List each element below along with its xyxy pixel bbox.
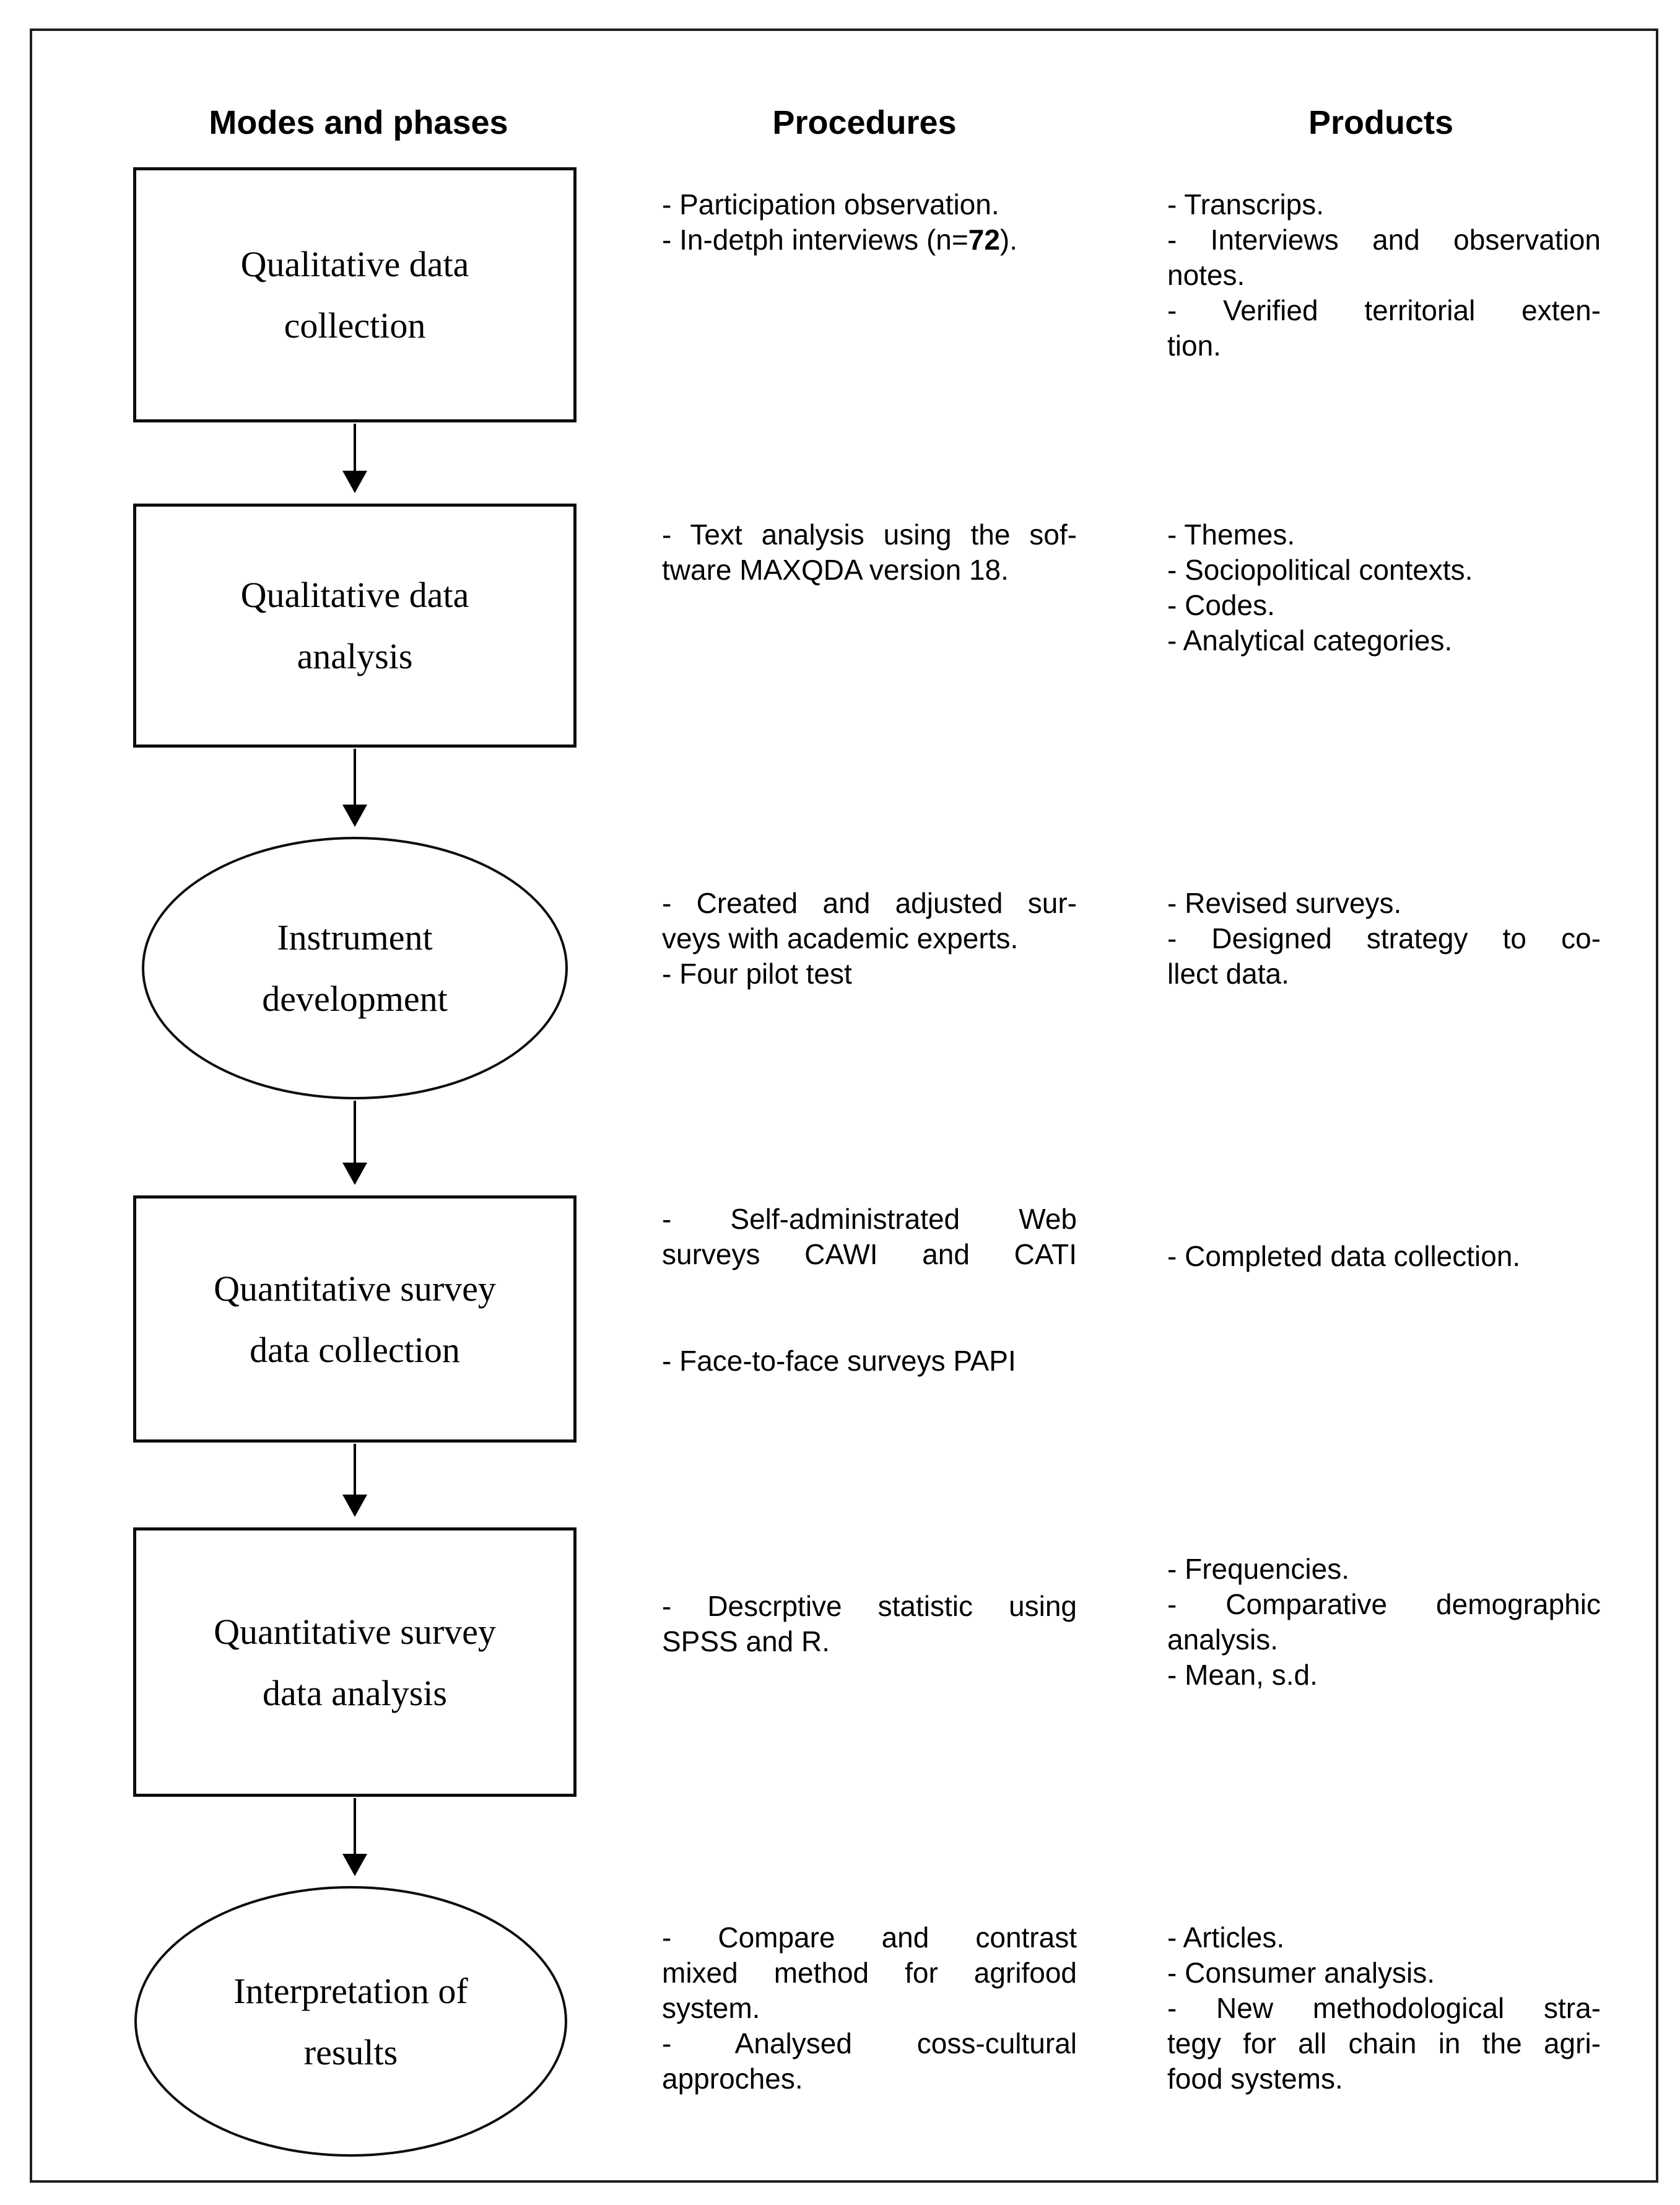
- down-arrow-1: [342, 424, 367, 493]
- procedures-text-row4: - Self-administrated Web surveys CAWI an…: [662, 1202, 1077, 1379]
- arrow-stem: [354, 1444, 356, 1495]
- products-text-row6: - Articles. - Consumer analysis. - New m…: [1167, 1920, 1601, 2097]
- text-line: llect data.: [1167, 958, 1289, 990]
- products-text-row4: - Completed data collection.: [1167, 1239, 1601, 1274]
- text-line: - Verified territorial exten-: [1167, 294, 1601, 326]
- arrow-head-icon: [342, 471, 367, 493]
- text-line: analysis.: [1167, 1623, 1278, 1656]
- node-quantitative-survey-data-analysis: Quantitative survey data analysis: [133, 1527, 577, 1797]
- procedures-text-row1: - Participation observation. - In-detph …: [662, 187, 1077, 258]
- node-label-line: analysis: [297, 636, 413, 676]
- text-line: - Interviews and observation: [1167, 224, 1601, 256]
- procedures-text-row2: - Text analysis using the sof- tware MAX…: [662, 517, 1077, 588]
- text-line: SPSS and R.: [662, 1625, 830, 1657]
- text-line: - Revised surveys.: [1167, 887, 1402, 919]
- text-line: - Analytical categories.: [1167, 624, 1453, 657]
- node-qualitative-data-collection: Qualitative data collection: [133, 167, 577, 422]
- text-line: - Transcrips.: [1167, 188, 1325, 220]
- node-quantitative-survey-data-collection: Quantitative survey data collection: [133, 1195, 577, 1443]
- text-line: surveys CAWI and CATI: [662, 1238, 1077, 1270]
- arrow-stem: [354, 424, 356, 471]
- text-line: mixed method for agrifood: [662, 1957, 1077, 1989]
- sample-size-value: 72: [968, 224, 1000, 256]
- text-line: - New methodological stra-: [1167, 1992, 1601, 2024]
- text-line: tware MAXQDA version 18.: [662, 554, 1009, 586]
- text-line: - In-detph interviews (n=72).: [662, 222, 1077, 258]
- text-line: - Created and adjusted sur-: [662, 887, 1077, 919]
- text-line: tion.: [1167, 330, 1221, 362]
- text-line: - Four pilot test: [662, 958, 852, 990]
- node-label-line: data analysis: [263, 1672, 447, 1713]
- node-label-line: collection: [284, 305, 426, 346]
- node-label-line: Quantitative survey: [214, 1268, 496, 1309]
- text-line: - Articles.: [1167, 1921, 1285, 1954]
- procedures-text-row6: - Compare and contrast mixed method for …: [662, 1920, 1077, 2097]
- text-segment: - In-detph interviews (n=: [662, 224, 968, 256]
- node-label-line: Instrument: [277, 917, 433, 958]
- arrow-stem: [354, 1798, 356, 1854]
- node-label-line: Qualitative data: [240, 575, 469, 615]
- column-header-procedures: Procedures: [772, 104, 957, 141]
- text-line: - Consumer analysis.: [1167, 1957, 1435, 1989]
- text-line: - Frequencies.: [1167, 1553, 1350, 1585]
- node-label-line: results: [303, 2032, 398, 2072]
- text-line: tegy for all chain in the agri-: [1167, 2027, 1601, 2059]
- text-line: - Self-administrated Web: [662, 1203, 1077, 1235]
- text-line: - Participation observation.: [662, 188, 999, 220]
- text-line: - Themes.: [1167, 518, 1295, 551]
- arrow-head-icon: [342, 1495, 367, 1517]
- text-line: - Text analysis using the sof-: [662, 518, 1077, 551]
- down-arrow-4: [342, 1444, 367, 1517]
- text-segment: ).: [999, 224, 1018, 256]
- procedures-text-row5: - Descrptive statistic using SPSS and R.: [662, 1589, 1077, 1659]
- text-line: - Compare and contrast: [662, 1921, 1077, 1954]
- node-label-line: Quantitative survey: [214, 1611, 496, 1652]
- node-label-line: Interpretation of: [233, 1970, 468, 2011]
- text-line: - Analysed coss-cultural: [662, 2027, 1077, 2059]
- text-line: approches.: [662, 2063, 803, 2095]
- node-instrument-development: Instrument development: [142, 837, 568, 1099]
- text-line: - Codes.: [1167, 589, 1275, 621]
- arrow-head-icon: [342, 1163, 367, 1185]
- down-arrow-2: [342, 749, 367, 827]
- arrow-stem: [354, 749, 356, 805]
- text-line: veys with academic experts.: [662, 922, 1019, 954]
- products-text-row3: - Revised surveys. - Designed strategy t…: [1167, 886, 1601, 992]
- arrow-head-icon: [342, 805, 367, 827]
- text-line: - Face-to-face surveys PAPI: [662, 1345, 1016, 1377]
- node-label-line: Qualitative data: [240, 244, 469, 284]
- node-qualitative-data-analysis: Qualitative data analysis: [133, 504, 577, 748]
- node-label-line: data collection: [250, 1329, 460, 1370]
- down-arrow-3: [342, 1101, 367, 1185]
- column-header-products: Products: [1308, 104, 1454, 141]
- text-line: - Completed data collection.: [1167, 1240, 1521, 1272]
- products-text-row1: - Transcrips. - Interviews and observati…: [1167, 187, 1601, 364]
- procedures-text-row3: - Created and adjusted sur- veys with ac…: [662, 886, 1077, 992]
- node-interpretation-of-results: Interpretation of results: [134, 1886, 567, 2157]
- text-line: - Sociopolitical contexts.: [1167, 554, 1473, 586]
- arrow-stem: [354, 1101, 356, 1163]
- text-line: - Comparative demographic: [1167, 1588, 1601, 1620]
- text-line: - Descrptive statistic using: [662, 1590, 1077, 1622]
- text-line: - Mean, s.d.: [1167, 1659, 1318, 1691]
- text-line: - Designed strategy to co-: [1167, 922, 1601, 954]
- text-line: notes.: [1167, 259, 1245, 291]
- text-line: system.: [662, 1992, 760, 2024]
- products-text-row2: - Themes. - Sociopolitical contexts. - C…: [1167, 517, 1601, 658]
- node-label-line: development: [262, 979, 448, 1019]
- text-line: food systems.: [1167, 2063, 1343, 2095]
- products-text-row5: - Frequencies. - Comparative demographic…: [1167, 1552, 1601, 1693]
- down-arrow-5: [342, 1798, 367, 1876]
- column-header-modes-and-phases: Modes and phases: [209, 104, 508, 141]
- arrow-head-icon: [342, 1854, 367, 1876]
